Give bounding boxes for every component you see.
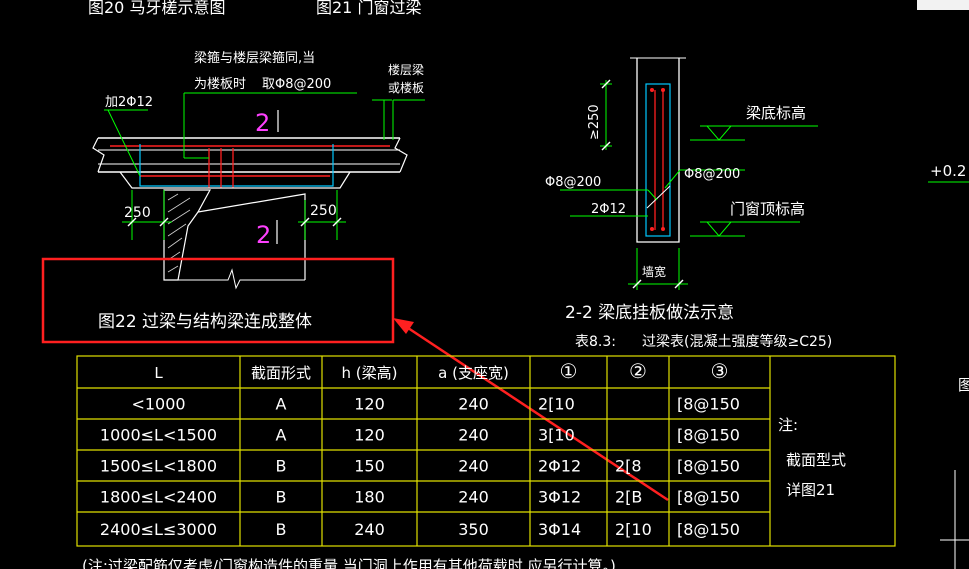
right-edge-fig-fragment: 图 (958, 376, 969, 394)
table-cell: 2[8 (615, 457, 642, 476)
fig22-callout-top-line3: 取Φ8@200 (262, 77, 331, 92)
table-note-line1: 截面型式 (786, 451, 846, 469)
fig22-callout-top-line2: 为楼板时 (194, 77, 246, 92)
fig22-callout-right-line1: 楼层梁 (388, 62, 424, 77)
section-label-door-top: 门窗顶标高 (730, 200, 805, 218)
table-cell: 3[10 (538, 426, 575, 445)
table-cell: 240 (458, 395, 489, 414)
table-cell: 120 (354, 395, 385, 414)
table-cell: [8@150 (677, 426, 740, 445)
table-cell: 3Φ14 (538, 520, 581, 539)
table-cell: 2[B (615, 488, 642, 507)
table-cell: 3Φ12 (538, 488, 581, 507)
fig21-title: 图21 门窗过梁 (316, 0, 421, 17)
table-cell: 1000≤L<1500 (100, 426, 217, 445)
table-cell: B (276, 520, 287, 539)
table-cell: 180 (354, 488, 385, 507)
table-cell: [8@150 (677, 520, 740, 539)
section-label-bars: 2Φ12 (591, 202, 626, 217)
table-cell: 240 (458, 426, 489, 445)
fig22-section-mark-bottom: 2 (256, 221, 271, 249)
fig22-dim-left: 250 (124, 205, 151, 221)
table-cell: 2Φ12 (538, 457, 581, 476)
table-cell: 240 (354, 520, 385, 539)
table-cell: <1000 (131, 395, 185, 414)
right-edge-elevation: +0.2 (930, 162, 966, 180)
table-cell: 1800≤L<2400 (100, 488, 217, 507)
section-title: 2-2 梁底挂板做法示意 (565, 303, 734, 323)
table-note-line2: 详图21 (786, 481, 835, 499)
table-header-cell: ② (629, 359, 647, 383)
table-cell: [8@150 (677, 488, 740, 507)
table-cell: 2400≤L≤3000 (100, 520, 217, 539)
section-label-stirrup-right: Φ8@200 (684, 167, 740, 182)
lintel-table-grid (76, 355, 896, 547)
table-caption-text: 过梁表(混凝土强度等级≥C25) (642, 333, 832, 350)
table-cell: 2[10 (538, 395, 575, 414)
table-cell: 2[10 (615, 520, 652, 539)
fig22-callout-top-line1: 梁箍与楼层梁箍同,当 (194, 50, 315, 66)
callout-arrow (393, 318, 669, 502)
section-2-2-drawing (560, 57, 969, 569)
fig22-dim-right: 250 (310, 203, 337, 219)
table-header-cell: ③ (711, 359, 729, 383)
section-label-beam-bottom: 梁底标高 (746, 104, 806, 122)
table-header-cell: ① (560, 359, 578, 383)
table-cell: B (276, 457, 287, 476)
fig22-callout-right-line2: 或楼板 (388, 80, 424, 95)
table-cell: 150 (354, 457, 385, 476)
table-cell: 240 (458, 488, 489, 507)
fig22-elevation-drawing (92, 92, 425, 290)
table-cell: 1500≤L<1800 (100, 457, 217, 476)
fig22-section-mark-top: 2 (255, 109, 270, 137)
section-label-stirrup-left: Φ8@200 (545, 175, 601, 190)
table-cell: 240 (458, 457, 489, 476)
section-dim-height: ≥250 (587, 104, 602, 140)
table-header-cell: 截面形式 (251, 364, 311, 382)
table-cell: [8@150 (677, 395, 740, 414)
highlight-box (41, 257, 395, 344)
table-header-cell: L (154, 364, 163, 382)
table-caption-prefix: 表8.3: (575, 334, 616, 350)
table-cell: 120 (354, 426, 385, 445)
table-header-cell: a (支座宽) (438, 364, 509, 382)
table-cell: A (276, 395, 287, 414)
table-header-cell: h (梁高) (342, 364, 398, 382)
table-note-title: 注: (778, 416, 798, 434)
window-corner-panel (917, 0, 969, 10)
table-cell: A (276, 426, 287, 445)
table-footnote: (注:过梁配筋仅考虑/门窗构造件的重量,当门洞上作用有其他荷载时,应另行计算。) (82, 557, 616, 569)
table-cell: B (276, 488, 287, 507)
fig22-caption: 图22 过梁与结构梁连成整体 (98, 312, 312, 332)
fig20-title: 图20 马牙槎示意图 (88, 0, 225, 17)
fig22-callout-left: 加2Φ12 (105, 95, 153, 110)
table-cell: 350 (458, 520, 489, 539)
table-cell: [8@150 (677, 457, 740, 476)
section-label-wall: 墙宽 (642, 264, 666, 279)
